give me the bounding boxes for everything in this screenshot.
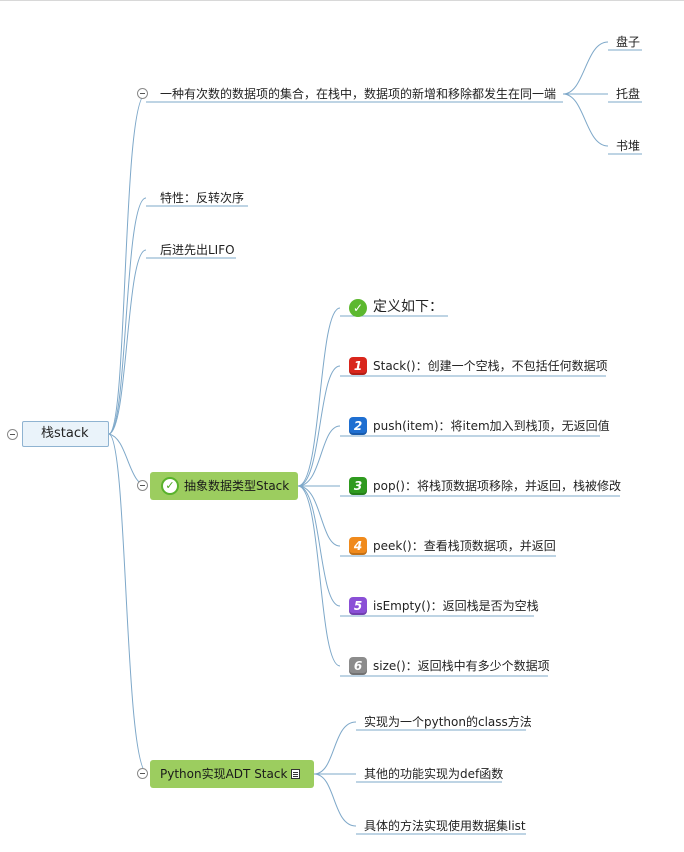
branch4-item-4[interactable]: peek()：查看栈顶数据项，并返回 — [373, 539, 556, 553]
number-4-icon: 4 — [349, 537, 367, 555]
branch4-label: 抽象数据类型Stack — [184, 479, 290, 493]
number-6-icon: 6 — [349, 657, 367, 675]
branch1-label[interactable]: 一种有次数的数据项的集合，在栈中，数据项的新增和移除都发生在同一端 — [160, 87, 557, 101]
branch4-item-3[interactable]: pop()：将栈顶数据项移除，并返回，栈被修改 — [373, 479, 621, 493]
check-icon: ✓ — [349, 299, 367, 317]
connector-b4-2 — [297, 425, 341, 487]
root-collapse-toggle[interactable] — [7, 429, 18, 440]
branch5-child-3[interactable]: 具体的方法实现使用数据集list — [364, 819, 526, 833]
connector-b1-c1 — [562, 41, 609, 95]
connector-root-b3 — [108, 249, 147, 435]
note-icon[interactable] — [291, 769, 300, 779]
branch4-item-6[interactable]: size()：返回栈中有多少个数据项 — [373, 659, 550, 673]
connector-b4-6 — [297, 485, 341, 667]
top-border — [0, 0, 684, 1]
root-label: 栈stack — [41, 426, 89, 441]
connector-b5-1 — [313, 721, 357, 775]
branch1-child-3[interactable]: 书堆 — [616, 139, 641, 153]
connector-b1-c3 — [562, 93, 609, 147]
number-1-icon: 1 — [349, 357, 367, 375]
connector-root-b2 — [108, 197, 147, 435]
branch3-label[interactable]: 后进先出LIFO — [160, 243, 235, 257]
number-2-icon: 2 — [349, 417, 367, 435]
number-5-icon: 5 — [349, 597, 367, 615]
branch4-node[interactable]: ✓ 抽象数据类型Stack — [150, 472, 298, 500]
branch2-label[interactable]: 特性：反转次序 — [160, 191, 245, 205]
branch5-collapse-toggle[interactable] — [137, 768, 148, 779]
connector-root-b4 — [108, 433, 149, 487]
connector-b4-h — [297, 307, 341, 487]
connector-b4-4 — [297, 485, 341, 547]
branch4-item-5[interactable]: isEmpty()：返回栈是否为空栈 — [373, 599, 539, 613]
branch4-header[interactable]: 定义如下： — [373, 299, 443, 315]
connector-b4-5 — [297, 485, 341, 607]
branch5-child-2[interactable]: 其他的功能实现为def函数 — [364, 767, 504, 781]
branch4-item-2[interactable]: push(item)：将item加入到栈顶，无返回值 — [373, 419, 610, 433]
root-node[interactable]: 栈stack — [22, 421, 109, 447]
number-3-icon: 3 — [349, 477, 367, 495]
branch1-child-2[interactable]: 托盘 — [616, 87, 641, 101]
branch5-child-1[interactable]: 实现为一个python的class方法 — [364, 715, 532, 729]
branch5-label: Python实现ADT Stack — [160, 767, 288, 781]
connector-root-b1 — [108, 93, 147, 435]
connector-b4-1 — [297, 365, 341, 487]
connector-b5-3 — [313, 773, 357, 827]
branch5-node[interactable]: Python实现ADT Stack — [150, 760, 314, 788]
branch1-child-1[interactable]: 盘子 — [616, 35, 641, 49]
connector-root-b5 — [108, 433, 149, 775]
branch1-collapse-toggle[interactable] — [137, 88, 148, 99]
branch4-item-1[interactable]: Stack()：创建一个空栈，不包括任何数据项 — [373, 359, 608, 373]
check-icon: ✓ — [161, 477, 179, 495]
branch4-collapse-toggle[interactable] — [137, 480, 148, 491]
